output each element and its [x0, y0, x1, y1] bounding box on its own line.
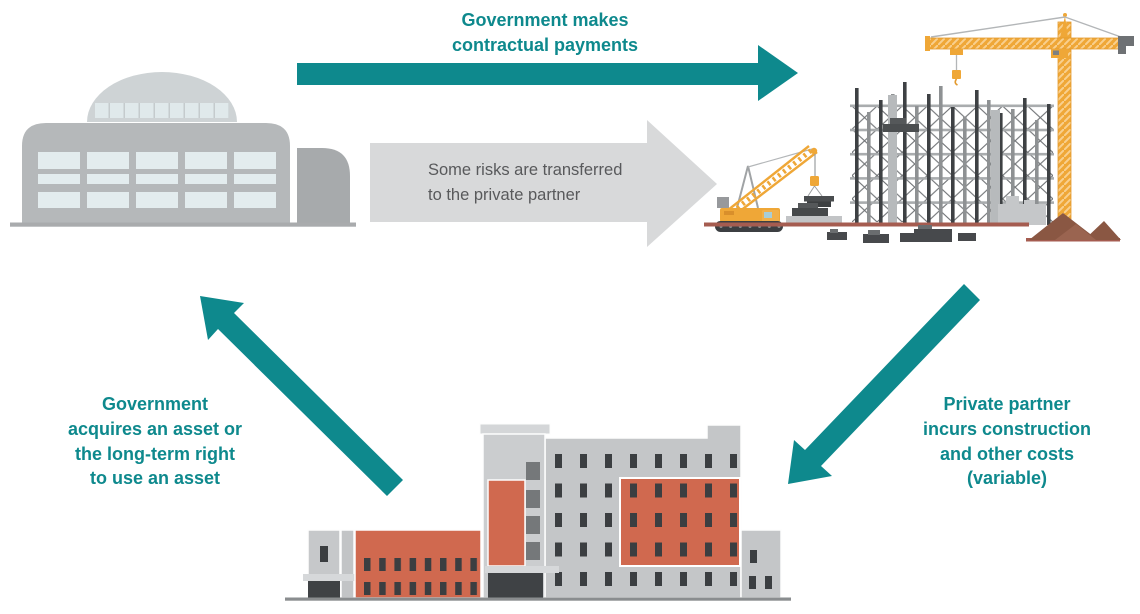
main-entrance: [488, 573, 543, 598]
ground-line: [10, 222, 356, 227]
construction-costs-arrow: [788, 284, 980, 484]
label-line: incurs construction: [922, 418, 1092, 439]
label-line: to the private partner: [428, 185, 581, 204]
label-construction-costs: Private partner incurs construction and …: [882, 392, 1132, 491]
label-line: Some risks are transferred: [428, 161, 623, 179]
label-line: acquires an asset or: [67, 418, 243, 439]
label-contractual-payments: Government makes contractual payments: [370, 8, 720, 58]
completed-building-icon: [285, 423, 791, 601]
asset-acquisition-arrow: [200, 296, 403, 496]
contractual-payments-arrow: [297, 45, 798, 101]
right-wing: [544, 424, 782, 599]
main-hall: [22, 123, 350, 223]
label-line: Government makes: [461, 10, 629, 30]
label-line: contractual payments: [451, 34, 639, 55]
risk-transfer-arrow: [370, 120, 717, 247]
construction-site-icon: [704, 13, 1134, 243]
material-pallet: [786, 203, 842, 223]
label-asset-acquisition: Government acquires an asset or the long…: [30, 392, 280, 491]
dirt-piles: [1029, 213, 1121, 240]
concrete-blocks: [827, 225, 976, 243]
construction-ground: [704, 222, 1029, 227]
center-tower: [479, 423, 559, 599]
tower-crane-icon: [925, 13, 1134, 224]
label-line: Government: [101, 394, 209, 414]
scaffolding: [850, 82, 1054, 225]
label-line: Private partner: [943, 394, 1071, 414]
label-line: and other costs: [939, 443, 1075, 464]
dome: [87, 72, 237, 122]
crane-counterweight: [1118, 36, 1134, 54]
label-line: to use an asset: [89, 468, 221, 489]
label-line: (variable): [966, 468, 1048, 489]
label-risk-transfer: Some risks are transferred to the privat…: [428, 158, 678, 208]
ground-line: [285, 597, 791, 601]
label-line: the long-term right: [75, 443, 235, 464]
government-building-icon: [10, 72, 356, 227]
